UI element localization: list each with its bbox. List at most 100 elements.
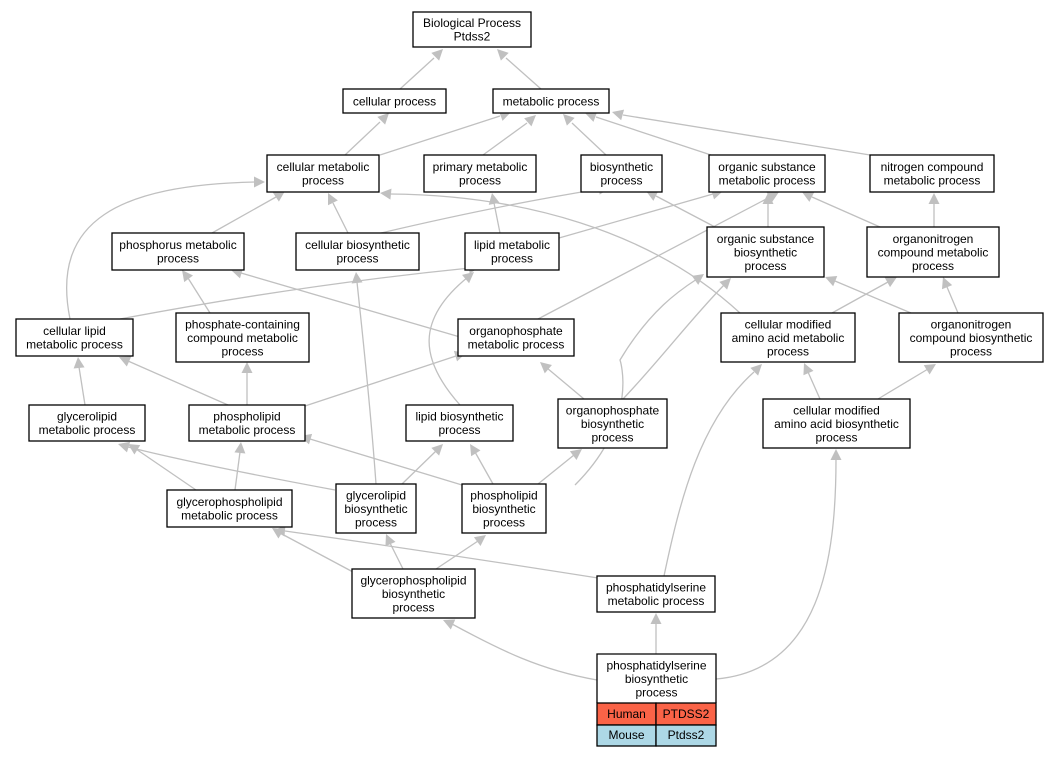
node-box — [166, 489, 293, 528]
edge-line — [127, 360, 229, 406]
node-label: amino acid biosynthetic — [774, 417, 899, 431]
edge-line — [78, 366, 86, 406]
node-label: metabolic process — [608, 594, 705, 608]
node-box — [412, 11, 532, 48]
edge-line — [877, 368, 929, 400]
edge-line — [622, 284, 725, 400]
edge-arrowhead — [377, 113, 389, 125]
edge-line — [428, 276, 469, 406]
node-box — [596, 575, 716, 613]
node-label: Ptdss2 — [454, 30, 491, 44]
edge-line — [831, 281, 889, 314]
edge-arrowhead — [830, 449, 842, 460]
edge-line — [234, 451, 241, 491]
edge-arrowhead — [524, 115, 536, 127]
node-label: cellular modified — [745, 317, 832, 331]
node-label: biosynthetic — [344, 502, 407, 516]
edge-line — [558, 193, 714, 239]
edge-arrowhead — [719, 278, 731, 290]
edge-arrowhead — [923, 364, 936, 375]
node-label: organophosphate — [566, 403, 660, 417]
edge-arrowhead — [497, 49, 509, 61]
edge-arrowhead — [803, 363, 814, 376]
node-label: process — [491, 252, 533, 266]
edge-arrowhead — [646, 191, 659, 201]
node-label: compound biosynthetic — [910, 331, 1033, 345]
edge-line — [595, 116, 712, 156]
edge-arrowhead — [750, 364, 762, 376]
edge-line — [435, 540, 479, 570]
node-label: cellular modified — [793, 403, 880, 417]
human-species-label: Human — [607, 707, 646, 721]
node-label: phosphatidylserine — [606, 581, 706, 595]
edge-line — [119, 267, 471, 320]
edge-line — [807, 371, 821, 400]
edge-arrowhead — [272, 191, 285, 202]
edge-arrowhead — [328, 193, 338, 206]
node-label: organonitrogen — [931, 317, 1012, 331]
edge-arrowhead — [431, 49, 443, 61]
edge-line — [834, 280, 912, 314]
edge-line — [537, 196, 771, 320]
node-label: organonitrogen — [893, 232, 974, 246]
edge-arrowhead — [241, 362, 253, 373]
edge-line — [389, 193, 741, 314]
edge-arrowhead — [128, 444, 141, 455]
node-box — [461, 483, 547, 534]
edge-arrowhead — [825, 275, 838, 287]
node-box — [464, 232, 560, 271]
edge-arrowhead — [540, 362, 552, 374]
node-label: cellular lipid — [43, 324, 106, 338]
edge-line — [505, 57, 542, 90]
edge-arrowhead — [462, 272, 474, 284]
edge-line — [284, 530, 599, 579]
go-term-node-cp[interactable]: cellular process — [342, 88, 447, 114]
human-gene-label: PTDSS2 — [663, 707, 710, 721]
edge-arrowhead — [941, 277, 953, 290]
node-label: compound metabolic — [187, 331, 298, 345]
edge-line — [279, 532, 354, 573]
edge-arrowhead — [380, 188, 392, 200]
edge-line — [571, 122, 607, 156]
node-label: organophosphate — [469, 324, 563, 338]
edge-line — [380, 188, 601, 234]
edge-arrowhead — [928, 193, 940, 204]
node-box — [335, 483, 417, 534]
go-term-node-mp[interactable]: metabolic process — [492, 88, 610, 114]
node-box — [557, 398, 668, 449]
node-box — [266, 154, 380, 193]
edge-arrowhead — [802, 192, 815, 202]
node-box — [351, 568, 476, 619]
edge-arrowhead — [569, 449, 582, 460]
node-box — [342, 88, 447, 114]
node-box — [111, 232, 245, 271]
